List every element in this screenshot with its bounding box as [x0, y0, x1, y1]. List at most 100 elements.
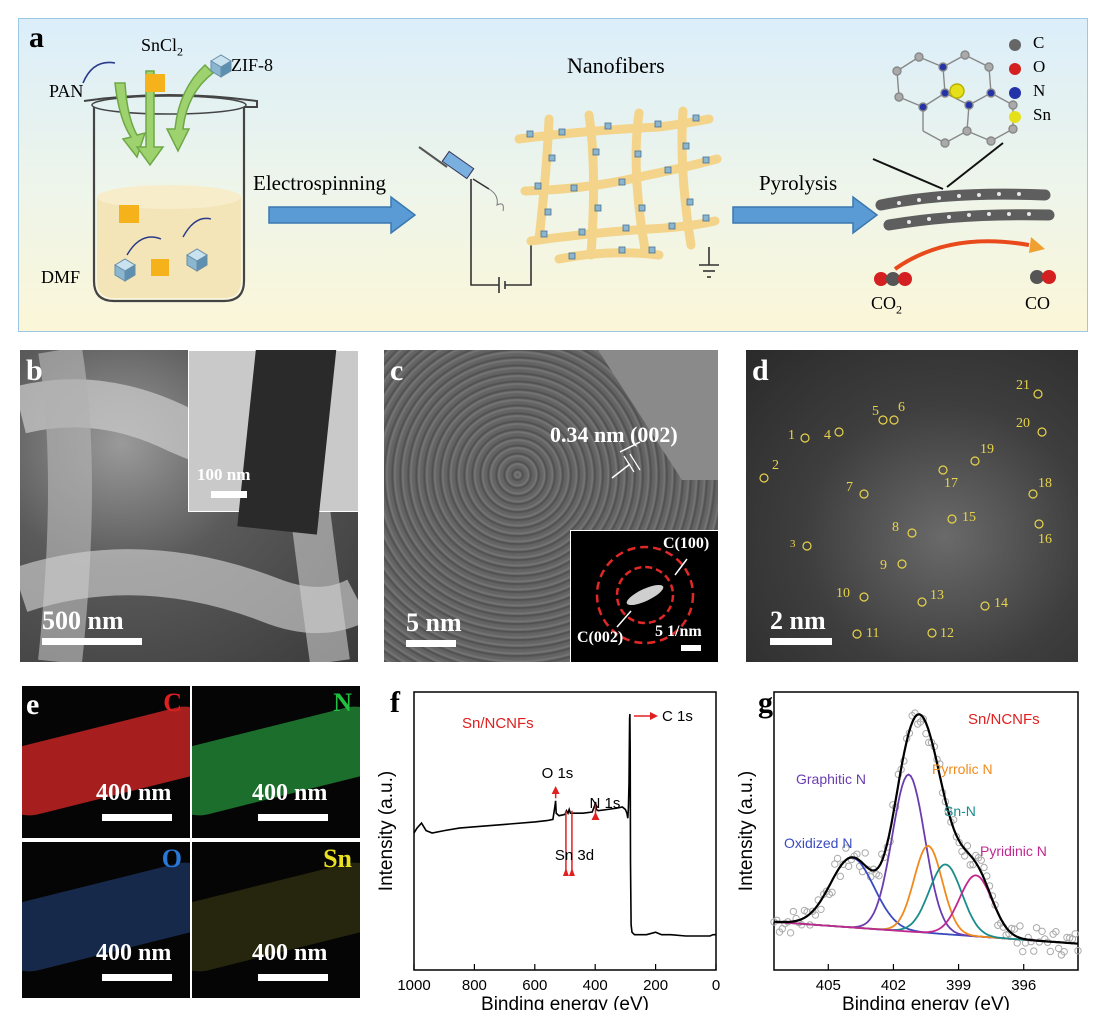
raw-data-point [1027, 937, 1035, 946]
panel-letter-e: e [26, 688, 40, 721]
label-pan: PAN [49, 81, 84, 101]
panel-b-sem-image: 100 nm b 500 nm [20, 350, 358, 662]
panel-letter-g: g [758, 686, 773, 719]
eds-scale-bar [102, 974, 172, 981]
site-label: 3 [790, 538, 796, 550]
eds-map-o: O 400 nm [22, 842, 190, 998]
site-label: 14 [994, 596, 1008, 611]
legend-sn: Sn [1033, 105, 1051, 124]
raw-data-point [1007, 924, 1016, 933]
raw-data-point [844, 862, 853, 871]
x-tick-label: 200 [643, 977, 668, 994]
raw-data-point [817, 905, 825, 913]
eds-scale-label: 400 nm [96, 940, 172, 966]
eds-scale-label: 400 nm [96, 780, 172, 806]
eds-map-sn: Sn 400 nm [192, 842, 360, 998]
panel-letter-d: d [752, 354, 769, 387]
raw-data-point [875, 871, 883, 880]
lattice-arrows [611, 441, 641, 479]
raw-data-point [1060, 947, 1068, 956]
legend-o: O [1033, 57, 1046, 76]
panel-letter-c: c [390, 354, 404, 387]
raw-data-point [1052, 927, 1060, 936]
raw-data-point [977, 856, 985, 864]
site-label: 21 [1016, 378, 1030, 393]
zif-particles [526, 114, 710, 260]
plot-frame [773, 691, 1079, 971]
panel-letter-b: b [26, 354, 43, 387]
scale-bar-b [42, 638, 142, 645]
saed-c002-label: C(002) [577, 629, 624, 646]
component-label: Pyrrolic N [932, 761, 993, 777]
raw-data-point [1010, 925, 1019, 933]
raw-data-point [1074, 947, 1082, 955]
raw-data-point [1071, 930, 1079, 938]
scale-label-c: 5 nm [406, 608, 462, 637]
peak-label-c1s: C 1s [662, 708, 693, 725]
site-label: 18 [1038, 476, 1052, 491]
y-axis-label: Intensity (a.u.) [376, 771, 397, 891]
label-co2: CO2 [871, 293, 903, 317]
site-label: 17 [944, 476, 958, 491]
raw-data-point [811, 911, 820, 919]
saed-scale-label: 5 1/nm [655, 623, 702, 640]
site-label: 11 [866, 626, 880, 641]
site-label: 15 [962, 510, 976, 525]
site-label: 10 [836, 586, 850, 601]
raw-data-point [1013, 939, 1021, 947]
site-label: 6 [898, 400, 905, 415]
site-label: 16 [1038, 532, 1052, 547]
label-electrospinning: Electrospinning [253, 171, 386, 195]
legend-label: Sn/NCNFs [968, 711, 1040, 728]
site-label: 4 [824, 428, 831, 443]
saed-c100-label: C(100) [663, 535, 710, 552]
nanofiber-mat-icon [514, 106, 722, 264]
component-label: Graphitic N [796, 771, 866, 787]
panel-letter-a: a [29, 21, 44, 54]
raw-data-point [789, 907, 798, 916]
inset-scale-label: 100 nm [197, 465, 251, 484]
x-tick-label: 0 [712, 977, 720, 994]
site-label: 8 [892, 520, 899, 535]
peak-label-n1s: N 1s [590, 795, 621, 812]
x-tick-label: 399 [946, 977, 971, 994]
x-tick-label: 800 [462, 977, 487, 994]
raw-data-point [786, 929, 795, 937]
x-tick-label: 400 [583, 977, 608, 994]
site-label: 7 [846, 480, 853, 495]
raw-data-point [1063, 933, 1071, 942]
raw-data-point [1019, 947, 1027, 956]
x-axis-label: Binding energy (eV) [842, 994, 1010, 1010]
eds-label-c: C [163, 688, 182, 717]
arrow-electrospinning-icon [268, 195, 417, 235]
lattice-spacing-label: 0.34 nm (002) [550, 422, 678, 447]
site-label: 20 [1016, 416, 1030, 431]
component-label: Sn-N [944, 803, 976, 819]
panel-letter-f: f [390, 686, 400, 719]
envelope-line [773, 713, 1079, 945]
raw-data-point [960, 852, 969, 860]
x-axis-label: Binding energy (eV) [481, 994, 649, 1010]
raw-data-point [861, 849, 869, 857]
label-sncl2: SnCl2 [141, 35, 184, 59]
legend-c: C [1033, 33, 1045, 52]
legend-n: N [1033, 81, 1046, 100]
saed-scale-bar [681, 645, 701, 651]
site-label: 5 [872, 404, 879, 419]
survey-spectrum-line [413, 713, 716, 937]
element-legend-dots [1009, 39, 1021, 123]
panel-a: a [18, 18, 1088, 332]
label-co: CO [1025, 293, 1051, 313]
zif8-cube-icon [210, 54, 232, 78]
raw-data-point [828, 888, 836, 897]
x-tick-label: 402 [881, 977, 906, 994]
site-label: 12 [940, 626, 954, 641]
scale-bar-c [406, 640, 456, 647]
x-tick-label: 1000 [397, 977, 430, 994]
peak-label-sn3d: Sn 3d [555, 847, 594, 864]
c1s-arrow-head [649, 712, 658, 720]
o1s-arrow-head [551, 786, 560, 794]
eds-map-c: C 400 nm [22, 686, 190, 838]
